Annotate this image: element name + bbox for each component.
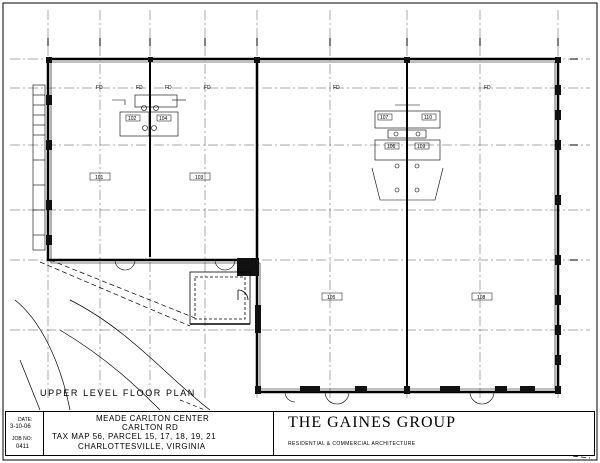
room-tags bbox=[89, 113, 493, 301]
room-101-label: 101 bbox=[95, 175, 104, 181]
firm-name: THE GAINES GROUP bbox=[288, 414, 456, 431]
room-107-label: 107 bbox=[380, 115, 389, 121]
fixture-tag: FD bbox=[333, 85, 340, 91]
date-value: 3-10-06 bbox=[10, 424, 31, 430]
plan-caption: UPPER LEVEL FLOOR PLAN bbox=[40, 388, 196, 398]
fixture-tag: FD bbox=[165, 85, 172, 91]
firm-tagline: RESIDENTIAL & COMMERCIAL ARCHITECTURE bbox=[288, 441, 416, 447]
job-value: 0411 bbox=[16, 444, 29, 450]
project-tax-map: TAX MAP 56, PARCEL 15, 17, 18, 19, 21 bbox=[52, 432, 217, 441]
fixture-tag: FD bbox=[484, 85, 491, 91]
project-info-cell: MEADE CARLTON CENTER CARLTON RD TAX MAP … bbox=[44, 412, 274, 455]
restroom-core-right bbox=[371, 104, 444, 201]
fixture-tag: FD bbox=[96, 85, 103, 91]
doors bbox=[114, 259, 495, 405]
room-102-label: 102 bbox=[128, 116, 137, 122]
room-103-label: 103 bbox=[195, 175, 204, 181]
exterior-walls bbox=[46, 57, 560, 394]
project-name: MEADE CARLTON CENTER bbox=[96, 414, 210, 423]
firm-cell: THE GAINES GROUP RESIDENTIAL & COMMERCIA… bbox=[274, 412, 455, 455]
project-city: CHARLOTTESVILLE, VIRGINIA bbox=[78, 442, 206, 451]
room-110-label: 110 bbox=[424, 115, 432, 121]
room-109-label: 109 bbox=[417, 144, 426, 150]
room-108-label: 108 bbox=[477, 295, 486, 301]
restroom-core-left bbox=[112, 94, 186, 137]
fixture-tag: FD bbox=[204, 85, 211, 91]
fixture-tag: FD bbox=[136, 85, 143, 91]
room-104-label: 104 bbox=[159, 116, 168, 122]
title-block: DATE: 3-10-06 JOB NO: 0411 MEADE CARLTON… bbox=[5, 411, 595, 456]
entry-vestibule bbox=[189, 271, 251, 325]
wall-columns bbox=[46, 57, 561, 394]
project-road: CARLTON RD bbox=[122, 423, 179, 432]
job-label: JOB NO: bbox=[12, 436, 33, 442]
grid-ticks bbox=[47, 38, 578, 261]
exterior-stair bbox=[32, 84, 46, 251]
date-job-cell: DATE: 3-10-06 JOB NO: 0411 bbox=[6, 412, 44, 455]
demising-walls bbox=[149, 59, 408, 392]
room-105-label: 105 bbox=[327, 295, 336, 301]
room-106-label: 106 bbox=[387, 144, 396, 150]
date-label: DATE: bbox=[18, 417, 33, 423]
grid-lines bbox=[10, 10, 590, 400]
